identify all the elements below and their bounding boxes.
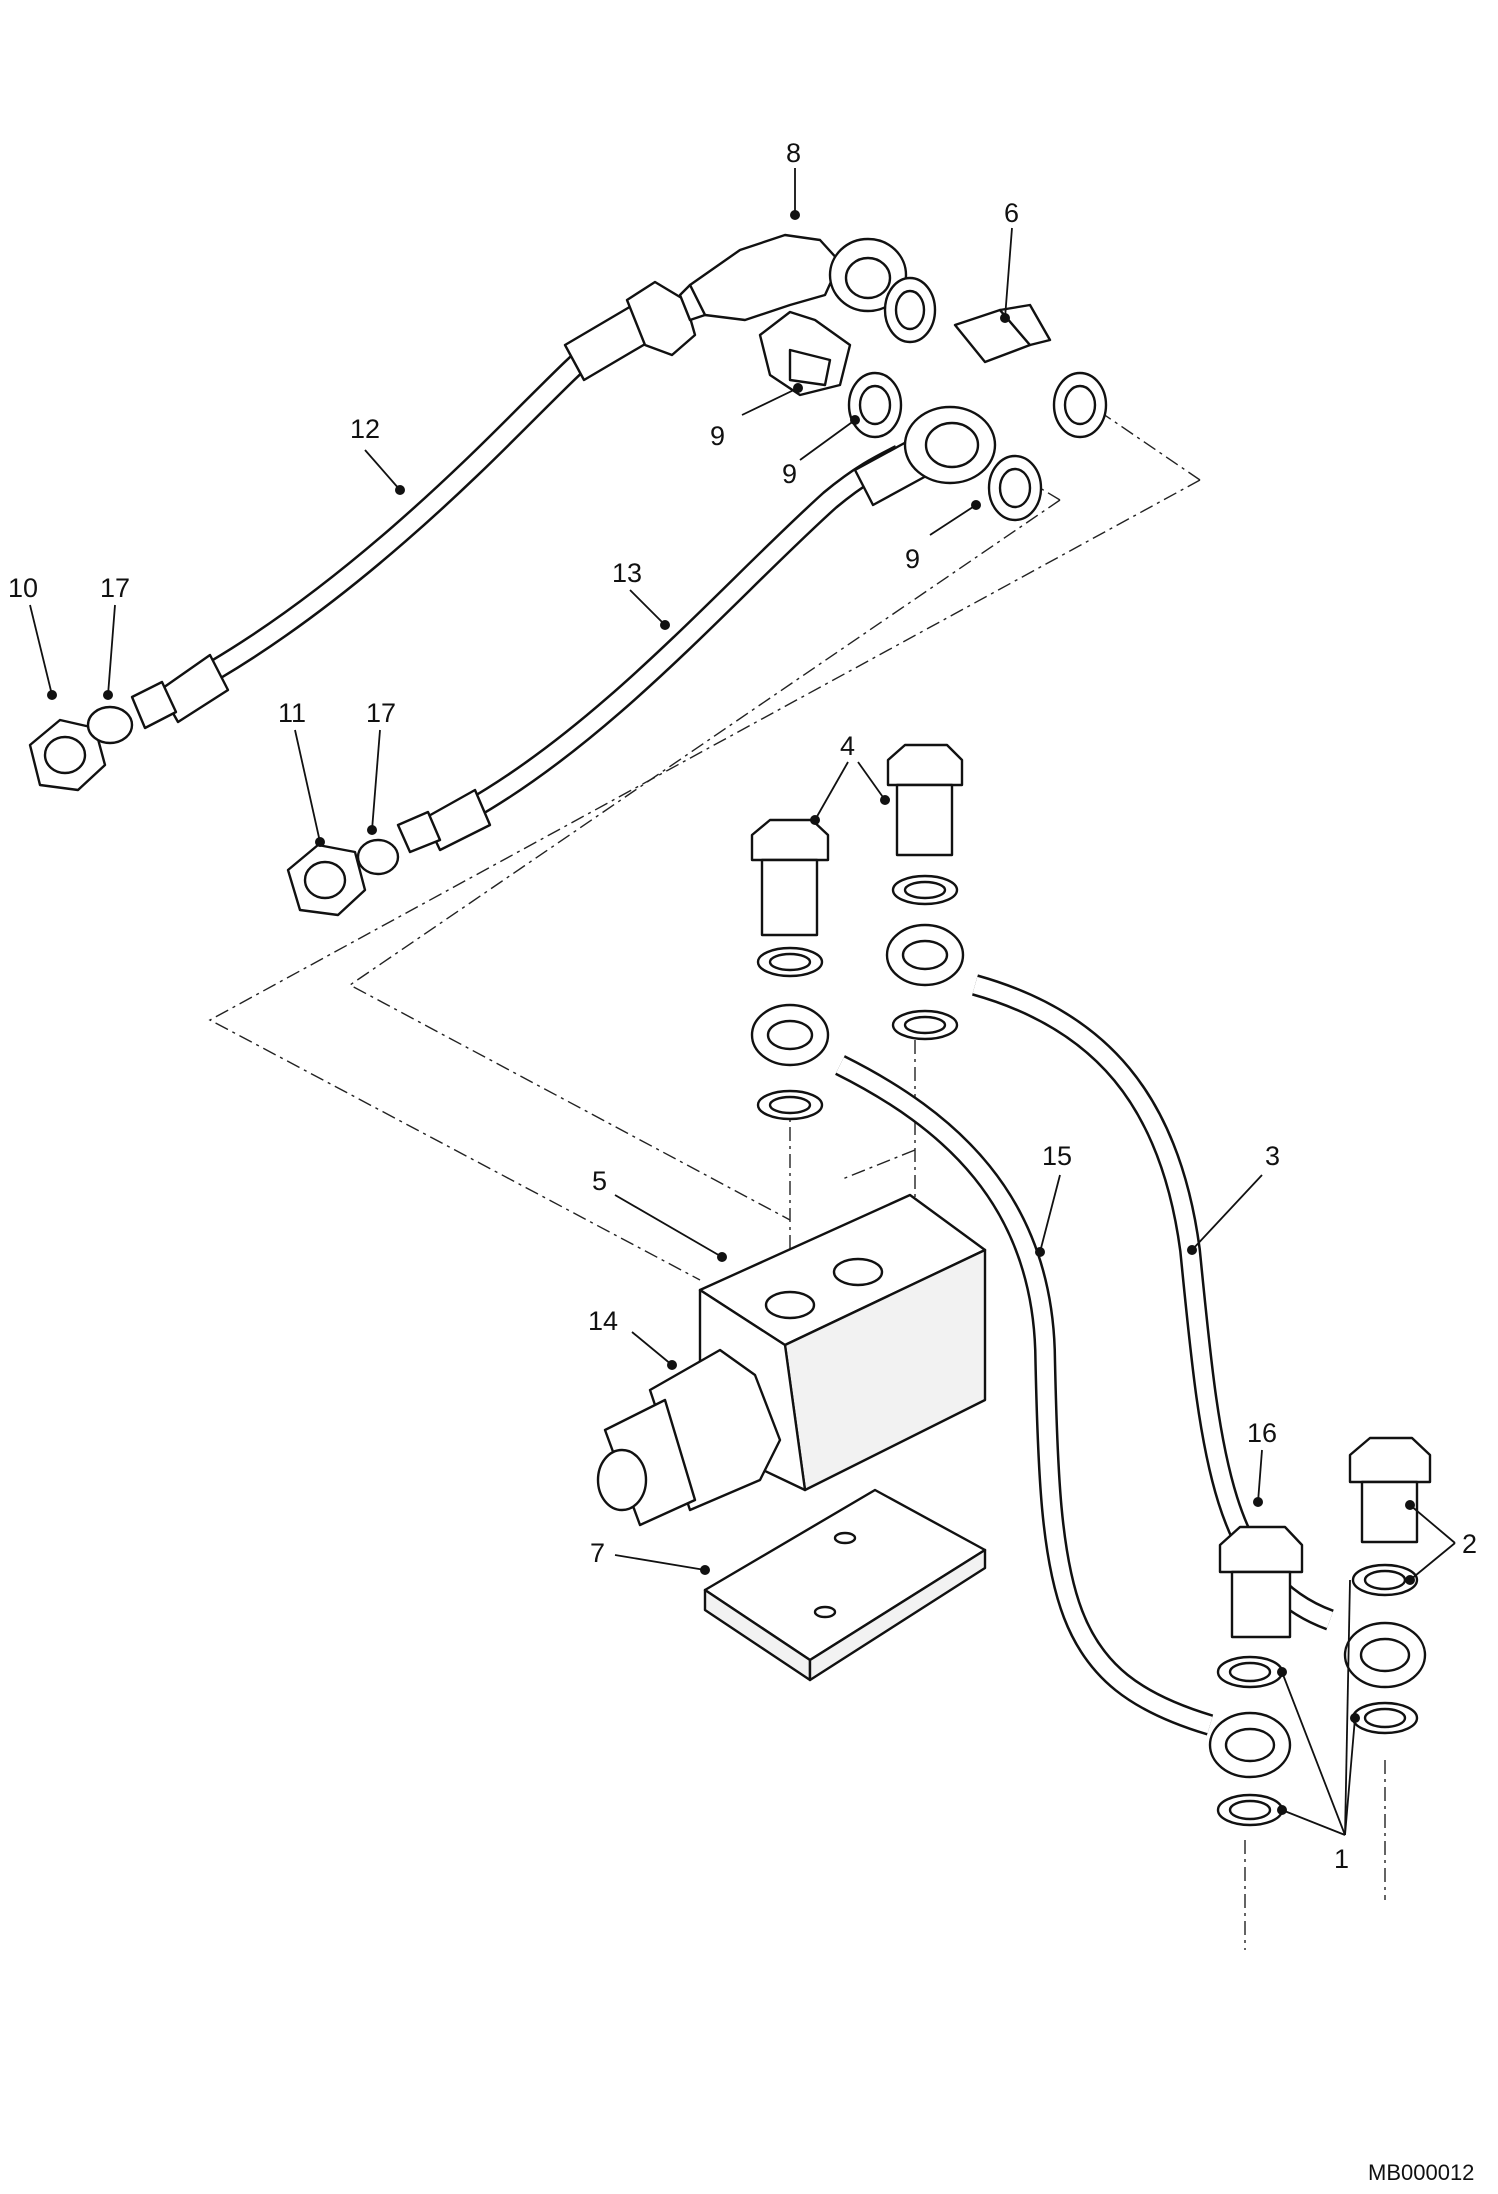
nut-10 (28, 718, 107, 792)
callout-16: 16 (1247, 1418, 1277, 1448)
banjo-bolt-upper (758, 310, 852, 397)
washers-9-and-adapter-6 (847, 276, 1108, 522)
hose-15 (835, 1055, 1214, 1736)
callout-3: 3 (1265, 1141, 1280, 1171)
callout-17-b: 17 (366, 698, 396, 728)
hose-13 (396, 405, 997, 854)
callout-11: 11 (278, 698, 306, 728)
spool-14 (596, 1348, 782, 1527)
callout-15: 15 (1042, 1141, 1072, 1171)
banjo-bolts-4 (750, 743, 965, 1121)
callout-8: 8 (786, 138, 801, 168)
sleeve-17-lower (356, 838, 400, 876)
hose-12 (130, 280, 697, 730)
callout-10: 10 (8, 573, 38, 603)
callout-4: 4 (840, 731, 855, 761)
callout-6: 6 (1004, 198, 1019, 228)
elbow-fitting-8 (678, 233, 908, 322)
nut-11 (286, 843, 367, 917)
callout-13: 13 (612, 558, 642, 588)
banjo-bolt-16-assembly (1208, 1525, 1304, 1827)
callout-17-a: 17 (100, 573, 130, 603)
drawing-code: MB000012 (1368, 2160, 1474, 2185)
hose-3 (972, 974, 1334, 1631)
mounting-plate-7 (703, 1488, 987, 1682)
callout-5: 5 (592, 1166, 607, 1196)
callout-2: 2 (1462, 1529, 1477, 1559)
callout-9-a: 9 (710, 421, 725, 451)
callout-12: 12 (350, 414, 380, 444)
callout-labels: 8 6 12 9 9 9 13 10 17 11 17 4 15 3 5 14 … (8, 138, 1477, 1874)
callout-9-b: 9 (782, 459, 797, 489)
callout-7: 7 (590, 1538, 605, 1568)
leader-lines (29, 168, 1456, 1836)
callout-9-c: 9 (905, 544, 920, 574)
sleeve-17-upper (86, 705, 134, 745)
banjo-bolt-2-assembly (1343, 1436, 1432, 1735)
callout-1: 1 (1334, 1844, 1349, 1874)
callout-14: 14 (588, 1306, 618, 1336)
